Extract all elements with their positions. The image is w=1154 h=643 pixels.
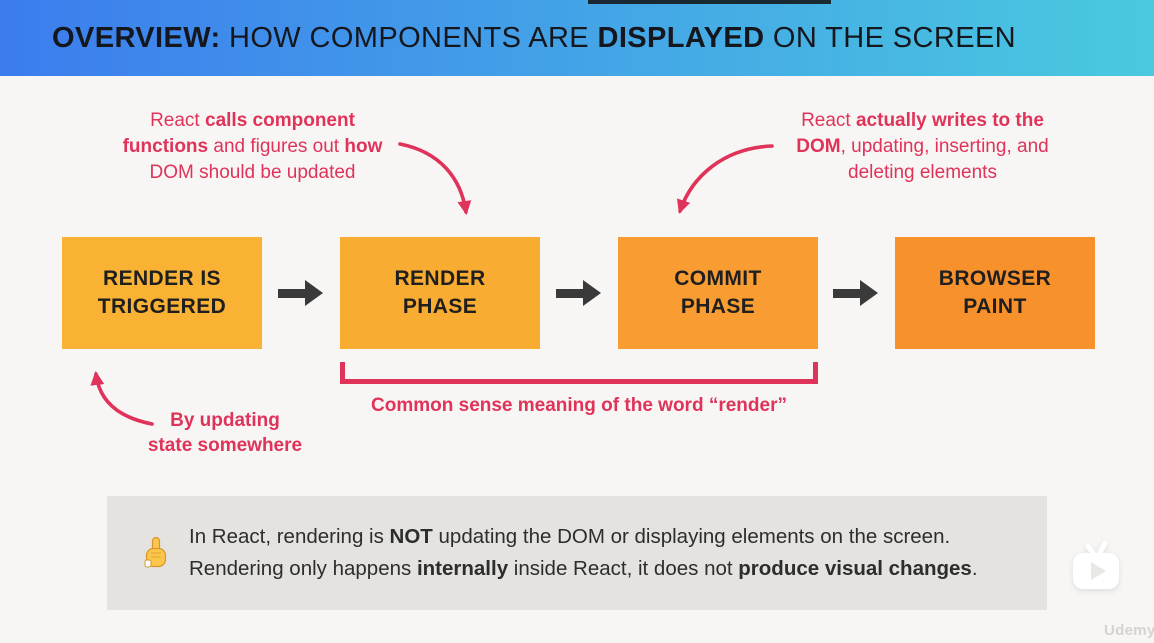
header-banner: OVERVIEW: HOW COMPONENTS ARE DISPLAYED O… [0,0,1154,76]
udemy-watermark: Udemy [1104,622,1154,639]
arrow-head [583,280,601,306]
arrow-shaft [556,288,583,298]
arrow-head [860,280,878,306]
bracket-caption: Common sense meaning of the word “render… [371,395,787,416]
key-takeaway-box: In React, rendering is NOT updating the … [107,496,1047,610]
flow-step-render-phase: RENDER PHASE [340,237,540,349]
flow-step-commit-phase: COMMIT PHASE [618,237,818,349]
top-dark-strip [588,0,831,4]
render-meaning-bracket [340,362,818,384]
key-takeaway-text: In React, rendering is NOT updating the … [189,525,978,580]
arrow-to-render-phase-icon [398,142,472,215]
flow-arrow-right-icon [833,280,878,306]
arrow-shaft [278,288,305,298]
pointing-up-finger-icon [144,536,167,568]
arrow-shaft [833,288,860,298]
flow-step-render-triggered: RENDER IS TRIGGERED [62,237,262,349]
flow-arrow-right-icon [556,280,601,306]
flow-arrow-right-icon [278,280,323,306]
page-title: OVERVIEW: HOW COMPONENTS ARE DISPLAYED O… [52,21,1017,54]
arrow-to-commit-phase-icon [676,144,774,214]
tv-play-icon[interactable] [1068,538,1124,594]
flow-step-browser-paint: BROWSER PAINT [895,237,1095,349]
arrow-head [305,280,323,306]
